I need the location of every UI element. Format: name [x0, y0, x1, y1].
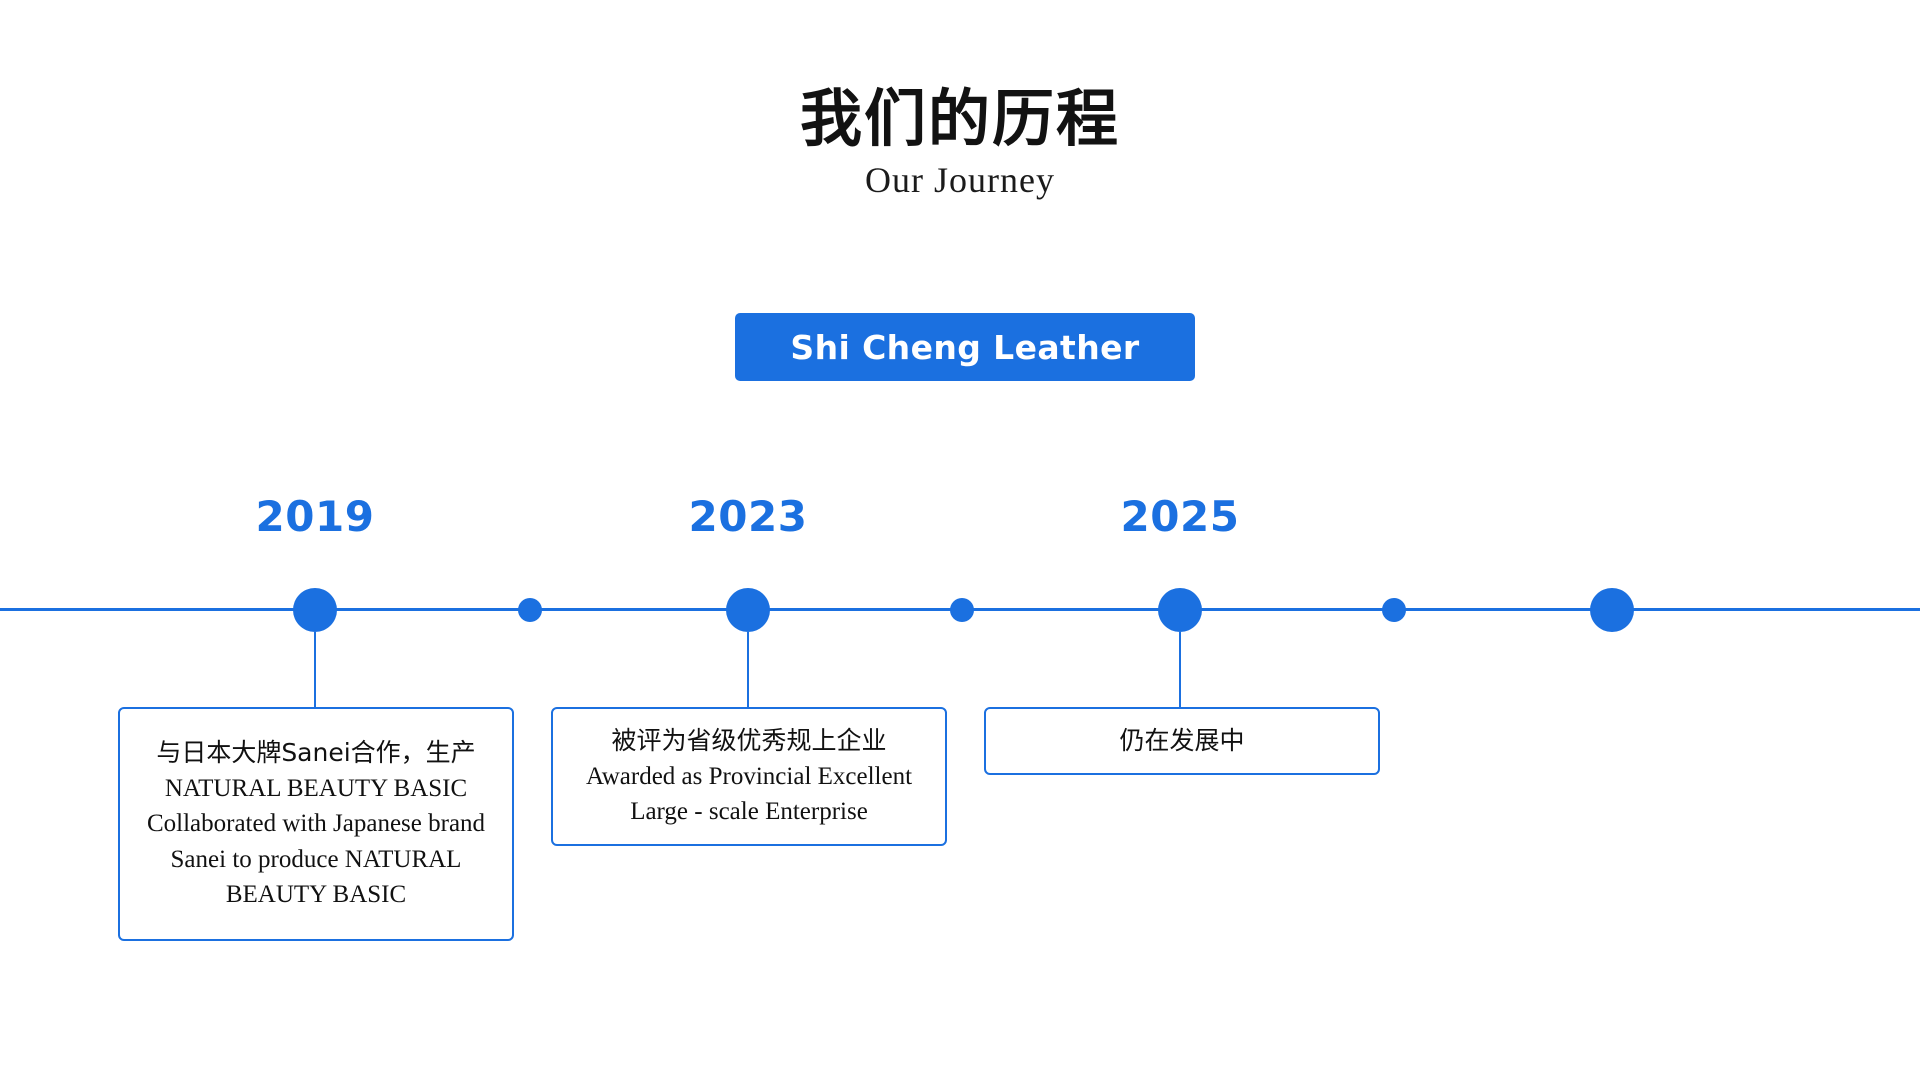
event-card-line-2: Awarded as Provincial Excellent: [585, 762, 913, 790]
event-card-line-1: 被评为省级优秀规上企业: [611, 726, 887, 756]
page-header: 我们的历程 Our Journey: [0, 86, 1920, 201]
event-card-line-1: 仍在发展中: [1119, 726, 1245, 756]
timeline-connector-2025: [1179, 632, 1181, 707]
timeline-node-6[interactable]: [1382, 598, 1406, 622]
timeline-year-label-2019[interactable]: 2019: [255, 492, 375, 541]
page-title-chinese: 我们的历程: [799, 82, 1120, 155]
timeline-event-card-2025: 仍在发展中: [984, 707, 1380, 775]
timeline-year-label-2023[interactable]: 2023: [688, 492, 808, 541]
timeline-node-3[interactable]: [726, 588, 770, 632]
event-card-line-3: Collaborated with Japanese brand: [146, 810, 486, 838]
brand-label-button[interactable]: Shi Cheng Leather: [735, 313, 1195, 381]
timeline-connector-2023: [747, 632, 749, 707]
event-card-line-5: BEAUTY BASIC: [225, 881, 407, 909]
event-card-line-3: Large - scale Enterprise: [630, 798, 868, 826]
timeline-event-card-2019: 与日本大牌Sanei合作，生产 NATURAL BEAUTY BASIC Colla…: [118, 707, 514, 941]
timeline-node-4[interactable]: [950, 598, 974, 622]
timeline-node-7[interactable]: [1590, 588, 1634, 632]
timeline-node-5[interactable]: [1158, 588, 1202, 632]
timeline-node-1[interactable]: [293, 588, 337, 632]
timeline-year-label-2025[interactable]: 2025: [1120, 492, 1240, 541]
timeline-node-2[interactable]: [518, 598, 542, 622]
event-card-line-4: Sanei to produce NATURAL: [170, 845, 462, 873]
page-subtitle-english: Our Journey: [865, 160, 1055, 201]
event-card-line-2: NATURAL BEAUTY BASIC: [164, 774, 468, 802]
timeline-connector-2019: [314, 632, 316, 707]
timeline-event-card-2023: 被评为省级优秀规上企业 Awarded as Provincial Excelle…: [551, 707, 947, 846]
event-card-line-1: 与日本大牌Sanei合作，生产: [156, 738, 476, 768]
